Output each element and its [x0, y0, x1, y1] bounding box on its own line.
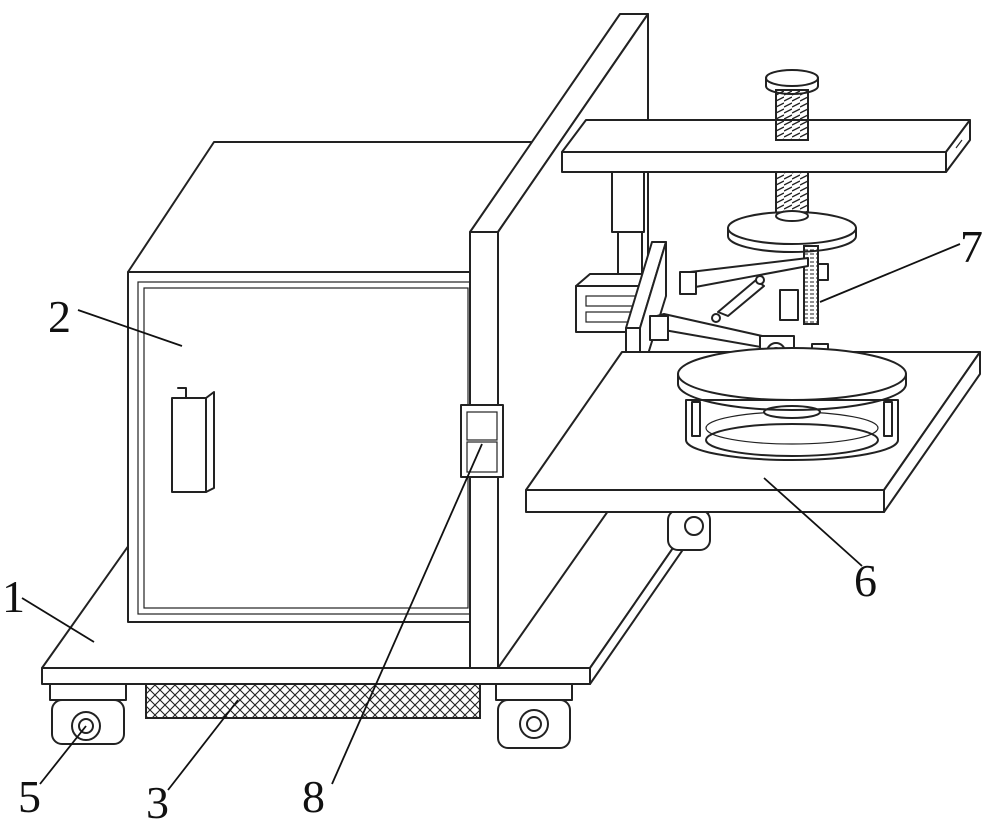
press-disc [727, 210, 857, 253]
door-latch [460, 404, 504, 478]
turntable [677, 347, 907, 461]
label-7: 7 [960, 221, 983, 272]
label-1: 1 [2, 571, 25, 622]
caster-wheel-left [49, 683, 127, 745]
label-2: 2 [48, 291, 71, 342]
label-6: 6 [854, 555, 877, 606]
label-5: 5 [18, 771, 41, 822]
caster-wheel-rear [667, 509, 711, 551]
door-handle [171, 387, 215, 493]
top-arm-plate [561, 119, 971, 173]
label-8: 8 [302, 771, 325, 822]
screw-spindle [775, 171, 809, 217]
caster-wheel-right [495, 683, 573, 749]
mesh-filter [145, 683, 481, 719]
leader-lines [21, 243, 961, 791]
linkage-arms [649, 257, 809, 351]
label-3: 3 [146, 777, 169, 826]
screw-knob [765, 69, 819, 141]
